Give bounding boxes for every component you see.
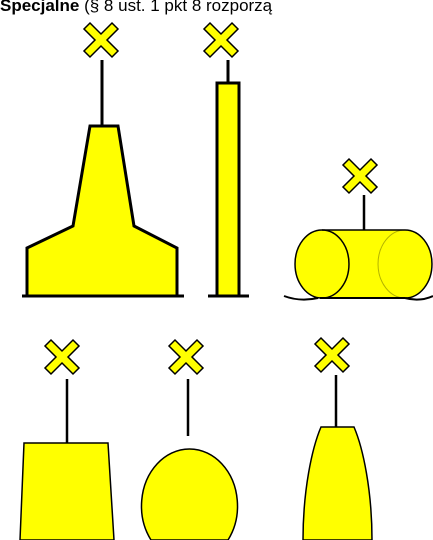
spar-buoy [204, 23, 249, 296]
x-topmark-icon [45, 340, 79, 374]
conical-buoy-body [303, 427, 372, 540]
pillar-buoy [22, 23, 184, 296]
can-buoy-body [20, 443, 114, 540]
x-topmark-icon [84, 23, 118, 57]
x-topmark-icon [204, 23, 238, 57]
can-buoy [20, 340, 114, 540]
x-topmark-icon [343, 159, 377, 193]
barrel-buoy-body [295, 230, 432, 298]
pillar-buoy-body [27, 126, 177, 296]
x-topmark-icon [315, 338, 349, 372]
conical-buoy [303, 338, 372, 540]
barrel-buoy [284, 159, 433, 300]
spherical-buoy [142, 340, 238, 540]
x-topmark-icon [169, 340, 203, 374]
spherical-buoy-body [142, 449, 238, 540]
spar-buoy-body [217, 83, 239, 296]
